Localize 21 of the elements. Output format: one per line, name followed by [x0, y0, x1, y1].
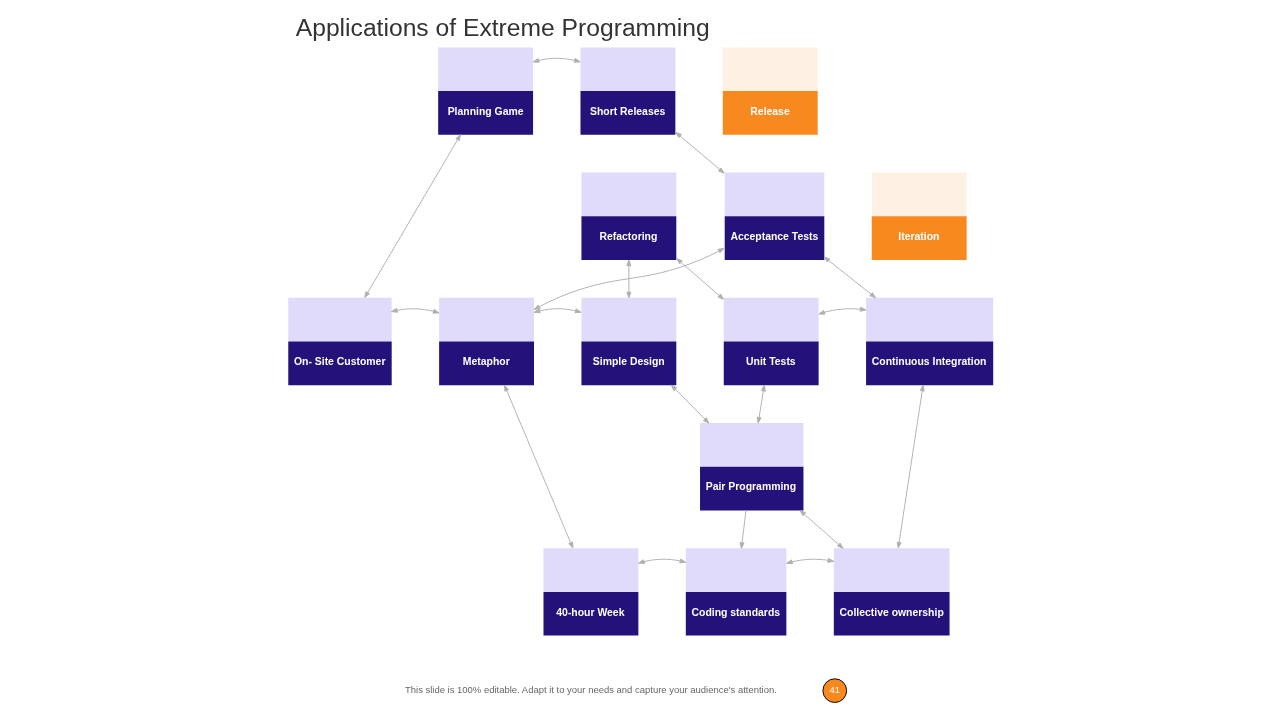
arrow: [739, 510, 746, 549]
arrow: [533, 247, 724, 310]
arrow: [390, 307, 439, 314]
arrow: [756, 384, 766, 424]
arrow: [363, 134, 461, 298]
label: This slide is 100% editable. Adapt it to your needs and capture your audience's attention.: [404, 684, 777, 696]
arrow: [533, 308, 582, 314]
arrow: [637, 558, 686, 564]
diagram-title: Applications of Extreme Programming: [295, 13, 710, 41]
arrow: [785, 557, 834, 565]
arrow: [817, 306, 866, 315]
arrow: [503, 384, 573, 549]
arrow: [670, 384, 709, 424]
label: 41: [828, 684, 840, 696]
arrow: [823, 256, 876, 299]
arrow: [675, 258, 724, 300]
arrow: [896, 384, 925, 549]
arrow: [532, 57, 581, 63]
arrow: [799, 510, 844, 549]
arrow: [625, 259, 631, 299]
arrow: [674, 131, 725, 174]
